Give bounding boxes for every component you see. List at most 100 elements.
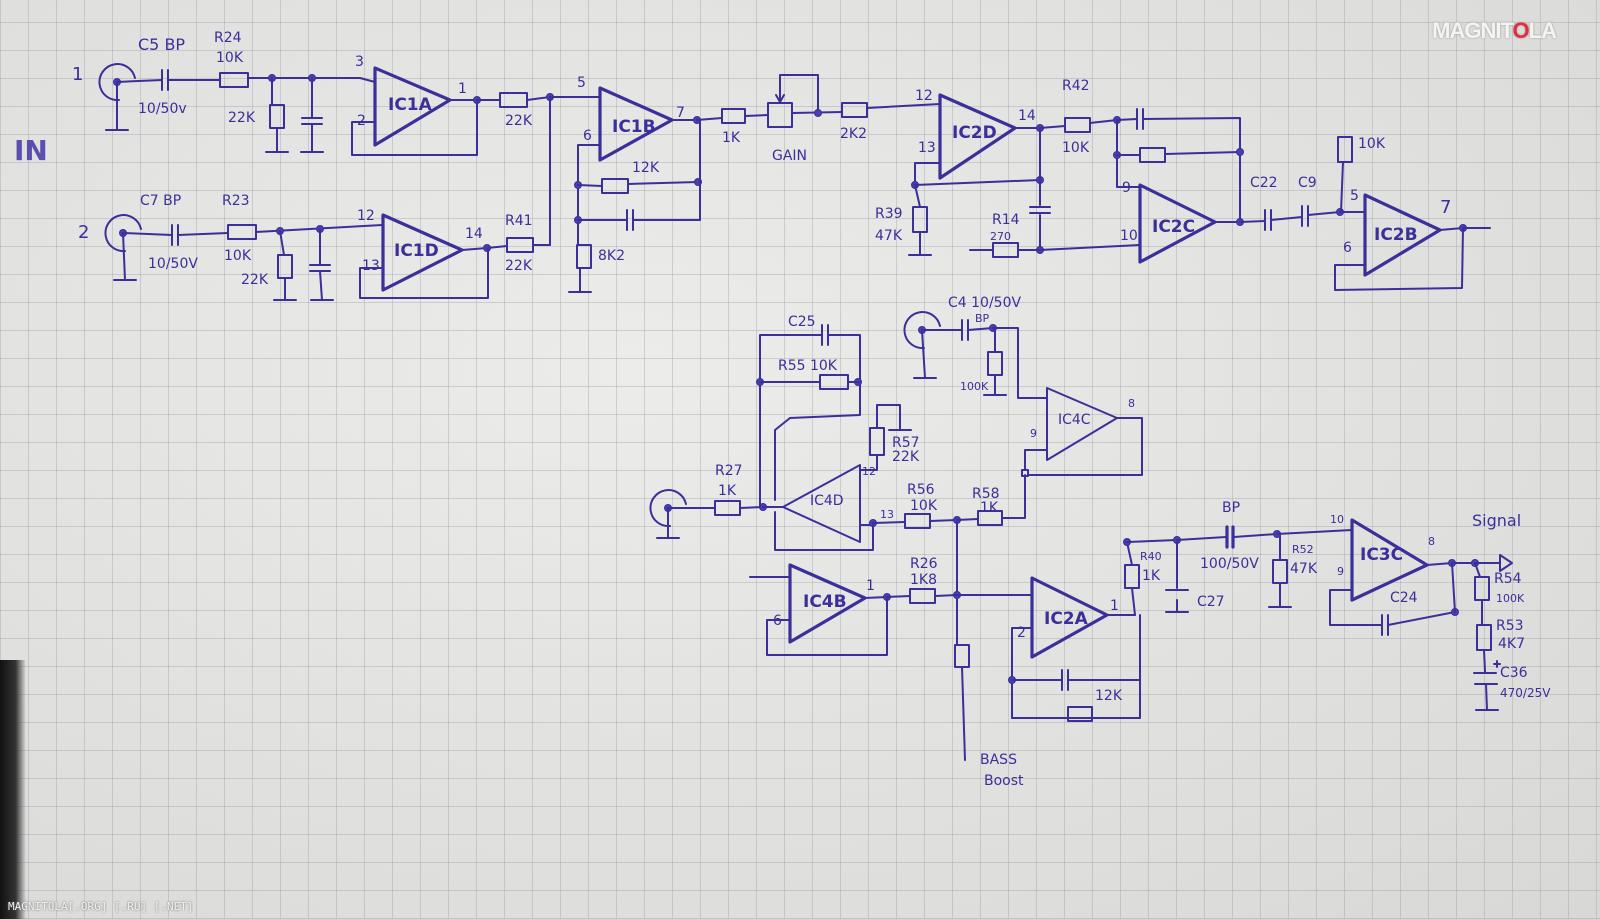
c4-label: C4 10/50V	[948, 295, 1021, 311]
wire	[872, 521, 906, 524]
wire	[967, 327, 994, 331]
pin-label: 6	[773, 613, 782, 629]
op-amp	[1138, 183, 1217, 264]
pin-label: 12	[862, 465, 876, 478]
resistor	[992, 242, 1019, 258]
r54-label: R54	[1494, 571, 1522, 587]
pin-label: 13	[362, 258, 380, 274]
c7-label: C7 BP	[140, 193, 181, 209]
pin-label: 12	[357, 208, 375, 224]
wire	[1474, 562, 1481, 578]
r23-value: 10K	[224, 248, 252, 264]
wire	[859, 454, 878, 471]
wire	[886, 595, 911, 598]
r41-label: R41	[505, 213, 533, 229]
ic4b-label: IC4B	[803, 592, 847, 612]
wire	[461, 247, 488, 251]
resistor	[1474, 576, 1490, 601]
audio-jack-icon	[649, 489, 687, 528]
wire	[696, 117, 723, 121]
ic3c-label: IC3C	[1360, 545, 1403, 565]
resistor	[841, 102, 868, 118]
resistor	[1067, 706, 1093, 722]
resistor	[219, 72, 249, 88]
r52-value: 47K	[1290, 561, 1318, 577]
pin-label: 9	[1337, 565, 1344, 578]
resistor	[819, 374, 849, 390]
wire	[1176, 536, 1227, 541]
pin-label: 5	[577, 75, 586, 91]
wire	[1387, 611, 1456, 626]
wire	[577, 184, 603, 187]
wire	[956, 518, 979, 521]
r-10k-label: 10K	[1358, 136, 1386, 152]
wire	[1307, 211, 1341, 216]
pin-label: 9	[1030, 427, 1037, 440]
wire	[779, 74, 819, 114]
bass-label: BASS	[980, 752, 1017, 768]
ic1b-label: IC1B	[612, 117, 656, 137]
finger-shadow	[0, 660, 26, 919]
cap-value: 100/50V	[1200, 556, 1259, 572]
pin-label: 1	[1110, 598, 1119, 614]
r53-label: R53	[1496, 618, 1524, 634]
bipolar-capacitor	[1225, 525, 1235, 549]
wire	[1426, 562, 1453, 566]
resistor	[1064, 117, 1091, 133]
wire	[122, 232, 173, 236]
pin-label: 10	[1120, 228, 1138, 244]
wire	[627, 181, 699, 185]
resistor	[987, 351, 1003, 376]
c4-bp-label: BP	[975, 312, 990, 325]
r24-value: 10K	[216, 50, 244, 66]
pot-wiper-arrow-icon	[775, 81, 785, 103]
wire	[247, 77, 376, 83]
pin-label: 7	[676, 105, 685, 121]
wire	[1116, 118, 1138, 121]
c5-label: C5 BP	[138, 35, 185, 54]
resistor	[601, 178, 629, 194]
wire	[934, 594, 1033, 597]
wire	[774, 511, 874, 551]
op-amp	[1350, 518, 1429, 602]
resistor	[269, 104, 285, 129]
pin-label: 13	[880, 508, 894, 521]
r57-value: 22K	[892, 449, 920, 465]
wire	[632, 119, 701, 221]
r-22k-label: 22K	[505, 113, 533, 129]
r14-label: R14	[992, 212, 1020, 228]
ic4c-label: IC4C	[1058, 412, 1091, 428]
r39-label: R39	[875, 206, 903, 222]
wire	[929, 519, 958, 522]
wire	[1089, 119, 1118, 124]
op-amp	[1046, 387, 1118, 461]
resistor	[909, 588, 936, 604]
junction-dot	[814, 109, 822, 117]
r57-label: R57	[892, 435, 920, 451]
resistor	[1124, 564, 1140, 589]
ic2b-label: IC2B	[1374, 225, 1418, 245]
op-amp	[381, 213, 464, 292]
wire	[1001, 474, 1026, 519]
resistor	[869, 427, 885, 456]
c9-label: C9	[1298, 175, 1317, 191]
wire	[1027, 417, 1143, 476]
pin-label: 13	[918, 140, 936, 156]
pin-label: 10	[1330, 513, 1344, 526]
wire	[1329, 589, 1383, 626]
pin-label: 14	[1018, 108, 1036, 124]
wire	[1233, 533, 1278, 538]
wire	[914, 184, 921, 208]
wire	[122, 232, 126, 281]
r-12k-label: 12K	[1095, 688, 1123, 704]
wire	[876, 404, 901, 431]
r26-label: R26	[910, 556, 938, 572]
pin-label: 6	[1343, 240, 1352, 256]
in-label: IN	[14, 134, 48, 167]
r56-label: R56	[907, 482, 935, 498]
resistor	[1139, 147, 1166, 163]
bp-label: BP	[1222, 500, 1240, 516]
resistor	[912, 206, 928, 233]
op-amp	[1030, 576, 1109, 659]
resistor	[904, 513, 931, 529]
